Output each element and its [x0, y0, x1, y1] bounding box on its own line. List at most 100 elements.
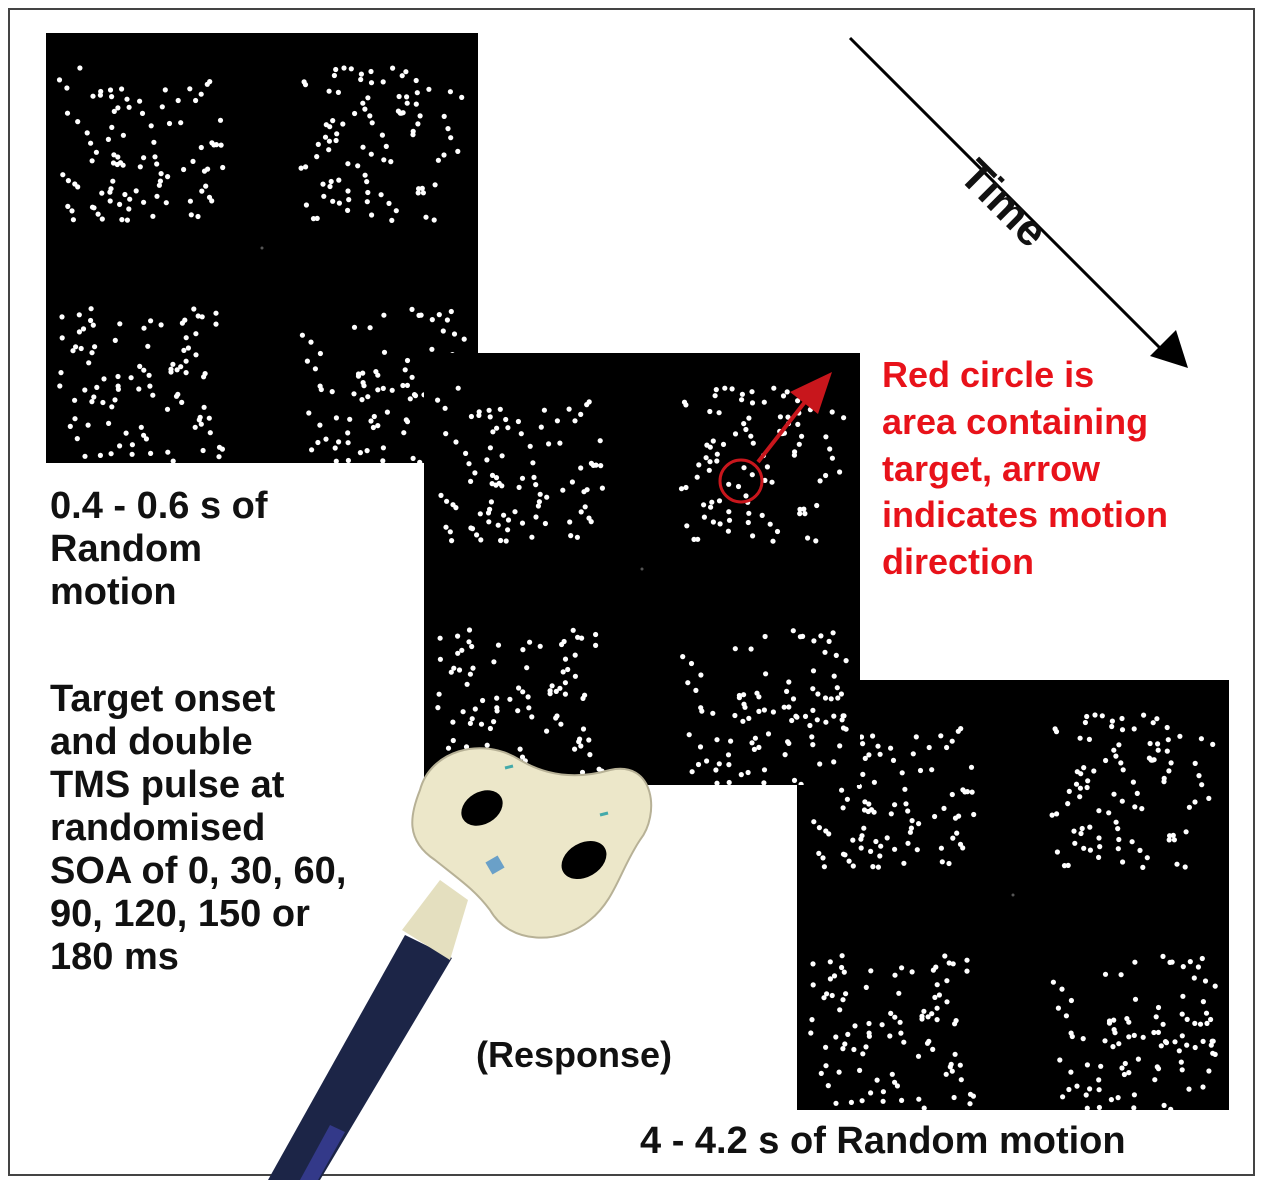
motion-dot: [119, 217, 125, 223]
motion-dot: [880, 1098, 886, 1104]
motion-dot: [710, 438, 716, 444]
motion-dot: [315, 141, 321, 147]
motion-dot: [443, 524, 449, 530]
motion-dot: [126, 104, 132, 110]
motion-dot: [1106, 810, 1112, 816]
motion-dot: [1103, 757, 1109, 764]
motion-dot: [469, 716, 475, 722]
motion-dot: [505, 527, 511, 533]
motion-dot: [159, 104, 165, 110]
motion-dot: [1096, 835, 1102, 841]
random-dot-field: [807, 712, 1218, 1110]
motion-dot: [860, 1051, 866, 1057]
motion-dot: [932, 813, 938, 820]
stimulus-panel-initial: [46, 33, 478, 463]
motion-dot: [821, 995, 827, 1001]
motion-direction-arrow-icon: [756, 372, 832, 464]
motion-dot: [761, 399, 767, 405]
motion-dot: [537, 643, 543, 649]
motion-dot: [888, 811, 894, 817]
motion-dot: [691, 536, 697, 542]
motion-dot: [1202, 978, 1209, 984]
motion-dot: [880, 1089, 886, 1095]
motion-dot: [584, 487, 590, 493]
motion-dot: [91, 394, 97, 400]
motion-dot: [1200, 1038, 1206, 1044]
motion-dot: [1160, 1021, 1166, 1027]
motion-dot: [793, 713, 799, 719]
motion-dot: [304, 358, 310, 364]
motion-dot: [1164, 724, 1170, 731]
motion-dot: [1198, 736, 1204, 742]
motion-dot: [309, 447, 315, 453]
motion-dot: [1158, 1043, 1164, 1049]
motion-dot: [404, 382, 410, 388]
motion-dot: [805, 535, 811, 541]
motion-dot: [303, 164, 309, 170]
motion-dot: [810, 686, 816, 692]
motion-dot: [763, 671, 769, 677]
motion-dot: [147, 383, 153, 389]
motion-dot: [1092, 712, 1098, 718]
tms-coil-icon: [268, 747, 653, 1180]
annotation-line: target, arrow: [882, 447, 1101, 489]
motion-dot: [459, 647, 465, 653]
motion-dot: [115, 373, 121, 380]
motion-dot: [368, 151, 374, 157]
motion-dot: [117, 443, 123, 449]
motion-dot: [856, 783, 862, 789]
motion-dot: [395, 108, 401, 114]
motion-dot: [115, 154, 121, 160]
motion-dot: [59, 335, 65, 341]
motion-dot: [842, 1041, 848, 1047]
motion-dot: [841, 969, 847, 975]
motion-dot: [713, 767, 719, 773]
motion-dot: [112, 397, 118, 403]
motion-dot: [905, 840, 911, 846]
motion-dot: [840, 805, 846, 811]
motion-dot: [780, 393, 787, 399]
motion-dot: [190, 158, 196, 164]
motion-dot: [111, 108, 117, 114]
motion-dot: [1115, 846, 1121, 852]
motion-dot: [716, 761, 722, 767]
motion-dot: [491, 719, 497, 725]
motion-dot: [599, 485, 605, 491]
motion-dot: [441, 152, 447, 158]
motion-dot: [892, 972, 898, 978]
motion-dot: [389, 387, 395, 393]
motion-dot: [124, 217, 130, 223]
motion-dot: [870, 733, 876, 739]
motion-dot: [89, 204, 96, 210]
motion-dot: [964, 789, 970, 795]
motion-dot: [810, 742, 816, 748]
motion-dot: [1212, 983, 1218, 989]
motion-dot: [436, 691, 442, 697]
motion-dot: [706, 467, 712, 473]
motion-dot: [360, 144, 366, 150]
motion-dot: [761, 767, 768, 773]
motion-dot: [823, 472, 829, 479]
motion-dot: [410, 455, 416, 461]
motion-dot: [713, 387, 719, 393]
motion-dot: [1164, 748, 1170, 754]
motion-dot: [814, 717, 820, 723]
motion-dot: [533, 514, 539, 520]
motion-dot: [749, 740, 755, 746]
motion-dot: [786, 704, 792, 710]
motion-dot: [831, 673, 837, 679]
motion-dot: [380, 79, 386, 85]
motion-dot: [115, 386, 121, 392]
motion-dot: [782, 752, 788, 758]
motion-dot: [553, 688, 559, 694]
motion-dot: [735, 483, 742, 490]
motion-dot: [714, 458, 720, 464]
motion-dot: [1192, 1044, 1198, 1051]
motion-dot: [99, 216, 105, 222]
motion-dot: [423, 214, 429, 220]
motion-dot: [704, 758, 710, 764]
motion-dot: [420, 190, 426, 196]
motion-dot: [188, 212, 194, 218]
motion-dot: [477, 511, 483, 517]
motion-dot: [109, 404, 115, 410]
